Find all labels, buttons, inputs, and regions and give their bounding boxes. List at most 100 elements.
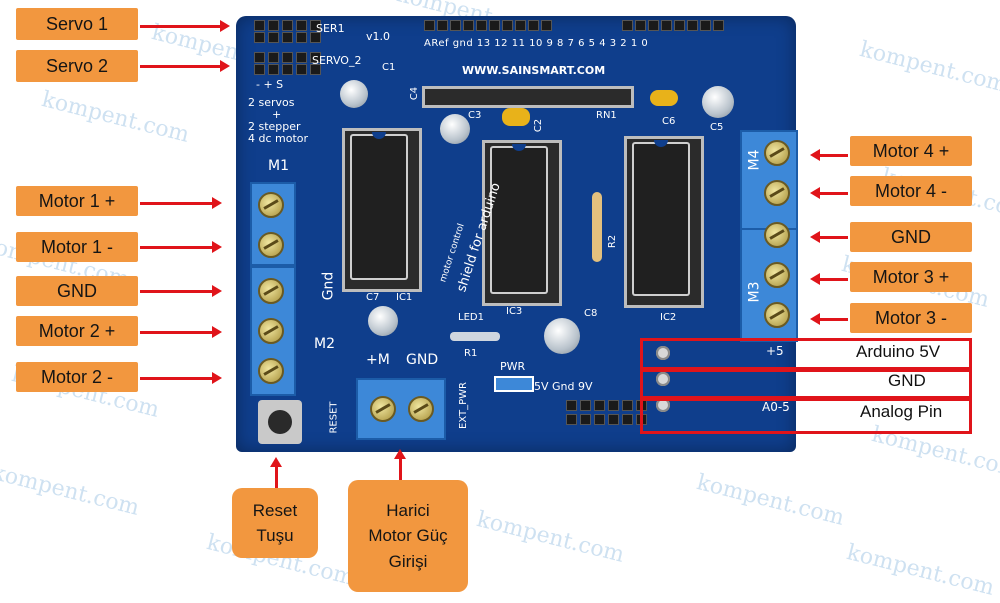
ext-power-label-line1: Harici <box>386 500 430 520</box>
gnd-pins-label: GND <box>888 371 926 390</box>
gnd-vertical-text: Gnd <box>320 271 337 301</box>
screw-motor3-plus <box>764 262 790 288</box>
c5-text: C5 <box>710 122 724 133</box>
ic2-text: IC2 <box>660 312 677 323</box>
ext-power-label: Harici Motor Güç Girişi <box>348 480 468 592</box>
motor4-minus-arrow <box>810 187 848 199</box>
c1-text: C1 <box>382 62 396 73</box>
reset-arrow <box>270 457 282 488</box>
5v-gnd-9v-text: 5V Gnd 9V <box>534 380 593 393</box>
plus5-text: +5 <box>766 344 784 358</box>
c4-text: C4 <box>409 86 421 101</box>
ic3-text: IC3 <box>506 306 523 317</box>
motor4-plus-label: Motor 4 + <box>850 136 972 166</box>
reset-button[interactable] <box>258 400 302 444</box>
resistor-network-rn1 <box>422 86 634 108</box>
pwr-text: PWR <box>500 360 526 373</box>
motor3-plus-arrow <box>810 273 848 285</box>
screw-motor3-minus <box>764 302 790 328</box>
power-jumper[interactable] <box>494 376 534 392</box>
polarity-text: - + S <box>256 78 284 91</box>
servo1-label: Servo 1 <box>16 8 138 40</box>
arduino-digital-header <box>424 20 552 31</box>
motor1-plus-label: Motor 1 + <box>16 186 138 216</box>
arduino-digital-header <box>622 20 724 31</box>
screw-motor2-plus <box>258 318 284 344</box>
servo1-header <box>254 20 321 31</box>
servo2-header <box>254 64 321 75</box>
plus-m-text: +M <box>366 352 390 368</box>
bottom-header <box>566 414 647 425</box>
reset-label-line1: Reset <box>252 500 298 520</box>
analog-pins-highlight <box>640 396 972 434</box>
analog-pin-label: Analog Pin <box>860 402 943 421</box>
servo2-arrow <box>140 60 230 72</box>
r2-text: R2 <box>607 234 619 249</box>
arduino-5v-highlight <box>640 338 972 372</box>
watermark: kompent.com <box>844 540 997 601</box>
ic3-chip <box>490 144 548 294</box>
gnd-right-arrow <box>810 231 848 243</box>
gnd-text: GND <box>406 352 439 368</box>
servo1-arrow <box>140 20 230 32</box>
motor2-minus-arrow <box>140 372 222 384</box>
servo2-header <box>254 52 321 63</box>
gnd-left-label: GND <box>16 276 138 306</box>
led1-text: LED1 <box>458 312 484 323</box>
screw-motor1-minus <box>258 232 284 258</box>
capacitor-c1 <box>340 80 368 108</box>
reset-label: Reset Tuşu <box>232 488 318 558</box>
servo2-label: Servo 2 <box>16 50 138 82</box>
motor1-minus-arrow <box>140 241 222 253</box>
screw-motor4-minus <box>764 180 790 206</box>
rn1-text: RN1 <box>596 110 617 121</box>
screw-ext-plus <box>370 396 396 422</box>
watermark: kompent.com <box>0 460 142 521</box>
motor1-plus-arrow <box>140 197 222 209</box>
ic1-text: IC1 <box>396 292 413 303</box>
resistor-r2 <box>592 192 602 262</box>
gnd-right-label: GND <box>850 222 972 252</box>
resistor-r1 <box>450 332 500 341</box>
servo2-text: SERVO_2 <box>312 54 362 67</box>
c6-text: C6 <box>662 116 676 127</box>
ext-power-label-line3: Girişi <box>388 551 428 571</box>
capacitor-c6 <box>650 90 678 106</box>
c7-text: C7 <box>366 292 380 303</box>
capacitor-c8 <box>544 318 580 354</box>
screw-gnd-right <box>764 222 790 248</box>
motor4-minus-label: Motor 4 - <box>850 176 972 206</box>
motor2-plus-arrow <box>140 326 222 338</box>
watermark: kompent.com <box>694 470 847 531</box>
pin-header-text: ARef gnd 13 12 11 10 9 8 7 6 5 4 3 2 1 0 <box>424 38 649 49</box>
motor3-minus-label: Motor 3 - <box>850 303 972 333</box>
c8-text: C8 <box>584 308 598 319</box>
screw-ext-gnd <box>408 396 434 422</box>
motor3-minus-arrow <box>810 313 848 325</box>
watermark: kompent.com <box>39 87 192 148</box>
features-text: 2 stepper <box>248 120 301 133</box>
capacitor-c5 <box>702 86 734 118</box>
ext-power-arrow <box>394 449 406 480</box>
features-text: 2 servos <box>248 96 295 109</box>
motor1-minus-label: Motor 1 - <box>16 232 138 262</box>
features-text: + <box>272 108 282 121</box>
watermark: kompent.com <box>474 507 627 568</box>
watermark: kompent.com <box>857 37 1000 98</box>
screw-motor4-plus <box>764 140 790 166</box>
motor4-plus-arrow <box>810 149 848 161</box>
m2-text: M2 <box>314 336 335 352</box>
ext-pwr-text: EXT_PWR <box>457 382 469 429</box>
capacitor-c2 <box>502 108 530 126</box>
m1-text: M1 <box>268 158 289 174</box>
motor-shield-board: SER1 v1.0 SERVO_2 - + S 2 servos + 2 ste… <box>236 16 798 452</box>
screw-motor2-minus <box>258 358 284 384</box>
sainsmart-url: WWW.SAINSMART.COM <box>462 64 606 77</box>
servo1-header <box>254 32 321 43</box>
reset-button-cap <box>268 410 292 434</box>
m4-text: M4 <box>746 149 763 171</box>
bottom-header <box>566 400 647 411</box>
c2-text: C2 <box>533 118 545 133</box>
screw-motor1-plus <box>258 192 284 218</box>
